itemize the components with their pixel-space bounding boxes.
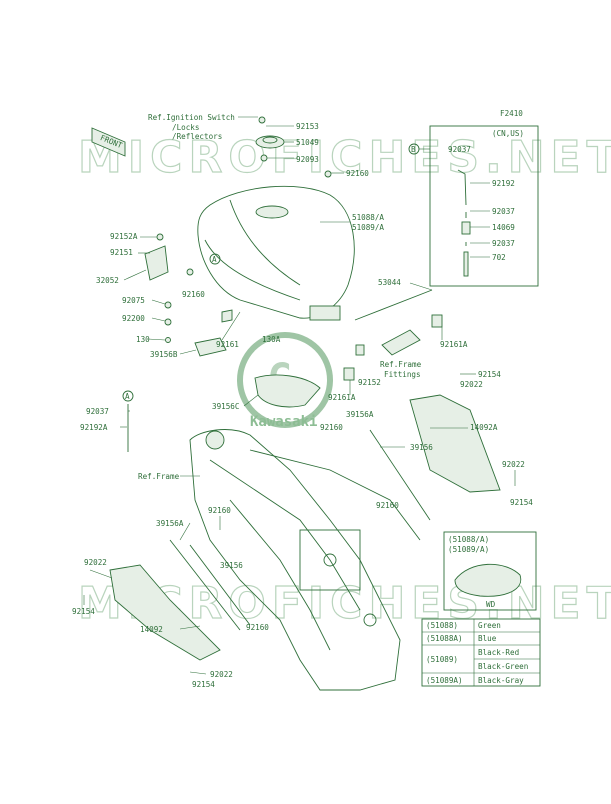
label-130A: 130A [262, 335, 281, 344]
heat-insulator [254, 374, 321, 408]
label-92160-c: 92160 [320, 423, 343, 432]
marker-a-1: A [212, 255, 217, 264]
table-row-1-color: Green [478, 621, 501, 630]
label-51049: 51049 [296, 138, 319, 147]
label-92153: 92153 [296, 122, 319, 131]
label-92022-a: 92022 [460, 380, 483, 389]
label-92022-c: 92022 [84, 558, 107, 567]
label-92152: 92152 [358, 378, 381, 387]
color-table: (51088) Green (51088A) Blue (51089) Blac… [421, 618, 541, 687]
watermark-top: MICROFICHES.NET [78, 132, 611, 183]
part-labels: 92153 51049 92093 92160 51088/A 51089/A … [72, 122, 533, 689]
label-39156-a: 39156 [410, 443, 433, 452]
label-92037: 92037 [86, 407, 109, 416]
detail-part-3: 92037 [492, 207, 515, 216]
label-130: 130 [136, 335, 150, 344]
label-92161A-a: 92161A [440, 340, 468, 349]
label-92075: 92075 [122, 296, 145, 305]
detail-region: (CN,US) [492, 129, 524, 138]
table-row-4-color: Black-Green [478, 662, 528, 671]
label-92160-b: 92160 [182, 290, 205, 299]
label-92192A: 92192A [80, 423, 108, 432]
svg-text:Kawasaki: Kawasaki [250, 414, 317, 430]
detail-part-5: 92037 [492, 239, 515, 248]
label-39156C: 39156C [212, 402, 239, 411]
side-cover-left [109, 564, 221, 661]
inset-box: (51088/A) (51089/A) WD [443, 531, 537, 611]
strip-left-2 [189, 544, 251, 626]
label-92151: 92151 [110, 248, 133, 257]
label-51089: 51089/A [352, 223, 384, 232]
table-row-1-code: (51088) [426, 621, 458, 630]
fuel-tank [197, 116, 355, 321]
label-92154-a: 92154 [478, 370, 501, 379]
label-92200: 92200 [122, 314, 145, 323]
strip-left [169, 539, 241, 631]
label-92160-a: 92160 [346, 169, 369, 178]
label-92161A-b: 92161A [328, 393, 356, 402]
detail-box-b: (CN,US) B 92037 92192 92037 14069 92037 … [408, 125, 539, 287]
side-cover-right [409, 394, 501, 493]
ref-ignition-3: /Reflectors [172, 132, 222, 141]
marker-a-circle-2 [122, 390, 134, 402]
label-92152A: 92152A [110, 232, 138, 241]
ref-frame-fittings-2: Fittings [384, 370, 421, 379]
figure-code: F2410 [500, 109, 523, 118]
table-row-5-code: (51089A) [426, 676, 463, 685]
label-92022-b: 92022 [502, 460, 525, 469]
label-39156A: 39156A [346, 410, 374, 419]
label-14092A: 14092A [470, 423, 498, 432]
detail-part-2: 92192 [492, 179, 515, 188]
inset-code-1: (51088/A) [448, 535, 489, 544]
label-92022-d: 92022 [210, 670, 233, 679]
table-row-3-color: Black-Red [478, 648, 519, 657]
detail-part-4: 14069 [492, 223, 515, 232]
ref-frame: Ref.Frame [138, 472, 180, 481]
label-39156B: 39156B [150, 350, 178, 359]
table-row-5-color: Black-Gray [478, 676, 524, 685]
label-39156A-b: 39156A [156, 519, 184, 528]
ref-ignition-2: /Locks [172, 123, 199, 132]
label-92160-d: 92160 [376, 501, 399, 510]
strip-right [369, 429, 431, 521]
motorcycle-frame [189, 429, 421, 691]
detail-part-6: 702 [492, 253, 506, 262]
marker-a-2: A [125, 392, 130, 401]
fuel-cap [255, 135, 285, 149]
label-92154-b: 92154 [510, 498, 533, 507]
leader-lines [83, 125, 516, 675]
label-51088: 51088/A [352, 213, 384, 222]
marker-a-circle-1 [209, 253, 221, 265]
label-92160-e: 92160 [208, 506, 231, 515]
label-39156-b: 39156 [220, 561, 243, 570]
detail-part-1: 92037 [448, 145, 471, 154]
label-92161: 92161 [216, 340, 239, 349]
frame-fitting [381, 329, 421, 356]
label-14092: 14092 [140, 625, 163, 634]
label-92160-f: 92160 [246, 623, 269, 632]
label-92154-c: 92154 [72, 607, 95, 616]
inset-code-2: (51089/A) [448, 545, 489, 554]
table-row-2-code: (51088A) [426, 634, 463, 643]
marker-b: B [411, 145, 416, 154]
label-53044: 53044 [378, 278, 401, 287]
label-32052: 32052 [96, 276, 119, 285]
ref-ignition-1: Ref.Ignition Switch [148, 113, 235, 122]
rod-53044 [354, 289, 433, 321]
label-92154-d: 92154 [192, 680, 215, 689]
ref-frame-fittings-1: Ref.Frame [380, 360, 422, 369]
inset-note: WD [486, 600, 496, 609]
table-row-3-code: (51089) [426, 655, 458, 664]
label-92093: 92093 [296, 155, 319, 164]
rubber-damper [343, 314, 443, 381]
table-row-2-color: Blue [478, 634, 497, 643]
mounting-bracket [144, 233, 233, 357]
